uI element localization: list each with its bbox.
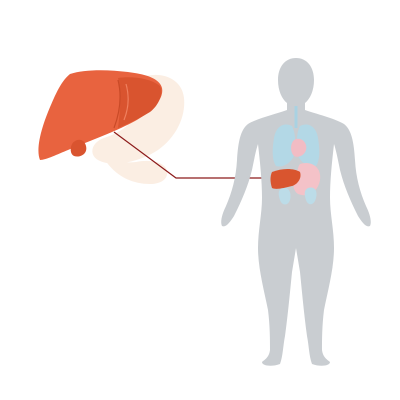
liver-highlight <box>123 83 129 121</box>
liver-detail <box>38 70 163 160</box>
backdrop-organs <box>92 74 185 184</box>
human-body-silhouette <box>221 58 371 366</box>
body-organs <box>270 106 321 205</box>
liver-left-lobe-shade <box>118 77 162 128</box>
liver-lobe-divider <box>113 79 121 129</box>
right-lung <box>296 124 320 167</box>
right-kidney <box>304 187 317 205</box>
heart <box>291 138 307 157</box>
backdrop-lower-organ <box>100 150 168 184</box>
liver-in-body <box>270 169 301 189</box>
stomach <box>293 162 321 196</box>
backdrop-stomach-shape <box>92 74 185 164</box>
body-outline <box>221 58 371 366</box>
left-kidney <box>278 187 291 205</box>
left-lung <box>272 124 296 167</box>
liver-gallbladder <box>70 139 87 157</box>
